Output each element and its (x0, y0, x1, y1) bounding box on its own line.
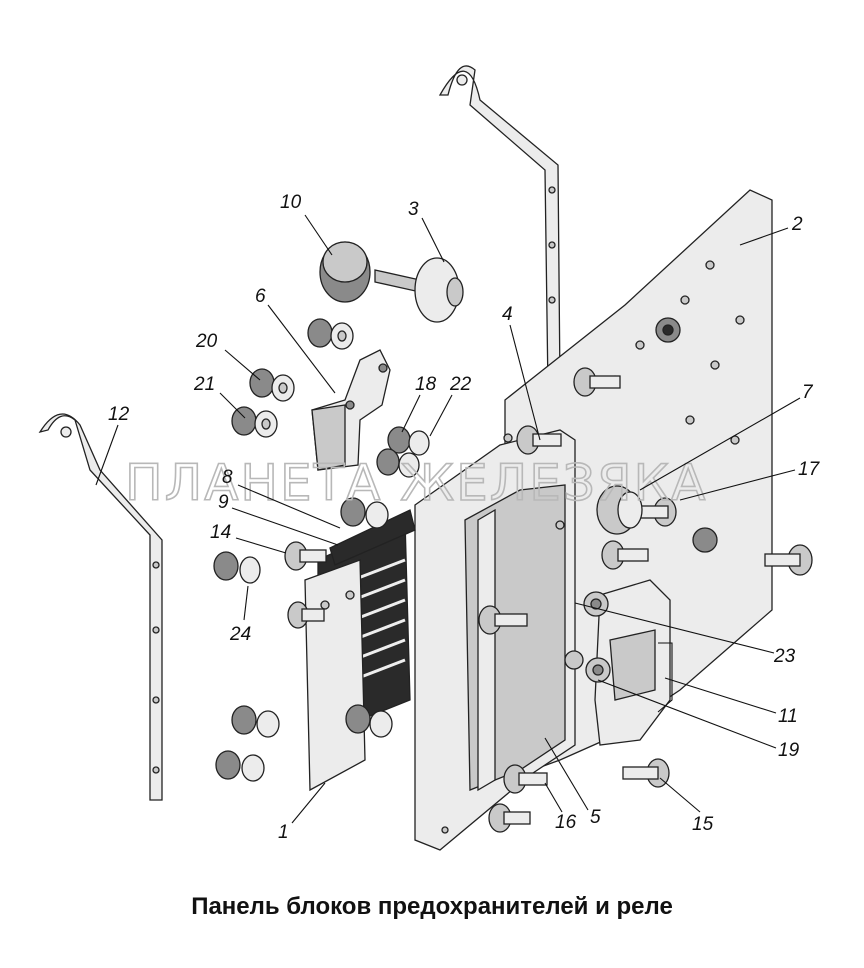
callout-23: 23 (773, 646, 796, 667)
callout-2: 2 (791, 214, 803, 235)
callout-6: 6 (255, 286, 266, 307)
callout-22: 22 (449, 374, 472, 395)
callout-5: 5 (590, 807, 601, 828)
callout-14: 14 (210, 522, 231, 543)
nut-washer-set (213, 318, 430, 782)
callout-3: 3 (408, 199, 419, 220)
bracket-12 (38, 413, 163, 801)
leader-lines (95, 214, 801, 824)
callout-24: 24 (229, 624, 251, 645)
callout-7: 7 (802, 382, 814, 403)
callout-1: 1 (278, 822, 289, 843)
callout-17: 17 (798, 459, 821, 480)
callout-20: 20 (195, 331, 218, 352)
callout-labels: 10 3 2 4 6 20 21 18 22 7 12 17 8 9 14 24… (108, 192, 821, 843)
callout-12: 12 (108, 404, 130, 425)
callout-4: 4 (502, 304, 513, 325)
relay-holder-11 (564, 579, 671, 746)
exploded-assembly-diagram: ПЛАНЕТА ЖЕЛЕЗЯКА 10 3 2 4 6 20 21 (38, 65, 821, 851)
bolt-3 (374, 257, 464, 323)
callout-10: 10 (280, 192, 302, 213)
nut-10 (319, 241, 371, 303)
callout-11: 11 (778, 706, 798, 727)
callout-21: 21 (193, 374, 215, 395)
callout-15: 15 (692, 814, 714, 835)
bolt-set (284, 367, 813, 833)
callout-9: 9 (218, 492, 229, 513)
callout-18: 18 (415, 374, 437, 395)
spacer-7 (596, 485, 643, 535)
callout-19: 19 (778, 740, 800, 761)
figure-caption: Панель блоков предохранителей и реле (191, 893, 673, 920)
bracket-upper (438, 65, 561, 391)
watermark-text: ПЛАНЕТА ЖЕЛЕЗЯКА (125, 454, 707, 512)
callout-16: 16 (555, 812, 577, 833)
callout-8: 8 (222, 467, 233, 488)
bracket-6 (311, 349, 391, 471)
fuse-block-5 (414, 429, 576, 851)
